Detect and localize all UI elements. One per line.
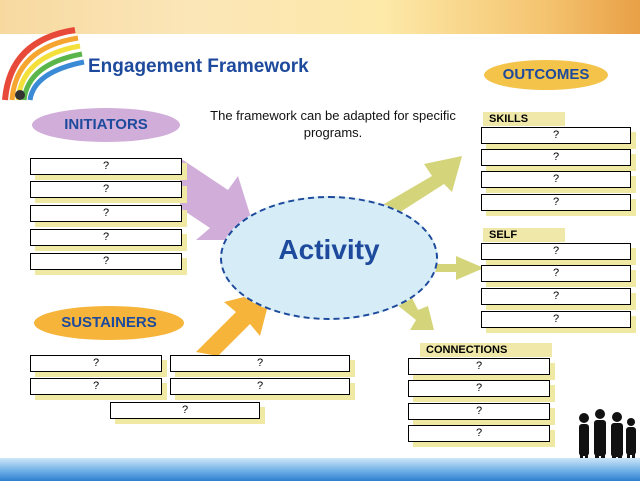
connections-box: ?	[408, 403, 550, 420]
initiators-arrow	[180, 158, 258, 240]
initiator-box: ?	[30, 253, 182, 270]
people-silhouette-icon	[579, 409, 636, 478]
sustainers-arrow	[196, 290, 272, 356]
page-title: Engagement Framework	[88, 56, 309, 77]
connections-box: ?	[408, 425, 550, 442]
skills-box: ?	[481, 171, 631, 188]
connections-box: ?	[408, 380, 550, 397]
self-box: ?	[481, 243, 631, 260]
top-banner	[0, 0, 640, 34]
sustainers-label: SUSTAINERS	[34, 306, 184, 340]
self-arrow	[432, 256, 484, 280]
sustainer-box: ?	[30, 378, 162, 395]
connections-arrow	[396, 298, 434, 330]
initiator-box: ?	[30, 181, 182, 198]
skills-tab: SKILLS	[483, 112, 565, 126]
rainbow-decoration-icon	[2, 27, 85, 101]
self-box: ?	[481, 311, 631, 328]
sustainer-box: ?	[30, 355, 162, 372]
bottom-banner	[0, 458, 640, 481]
outcomes-label: OUTCOMES	[484, 60, 608, 90]
activity-ellipse	[220, 196, 438, 320]
self-box: ?	[481, 265, 631, 282]
initiator-box: ?	[30, 205, 182, 222]
framework-note: The framework can be adapted for specifi…	[210, 108, 456, 140]
skills-box: ?	[481, 127, 631, 144]
self-tab: SELF	[483, 228, 565, 242]
self-box: ?	[481, 288, 631, 305]
skills-box: ?	[481, 194, 631, 211]
skills-arrow	[384, 156, 462, 216]
initiators-label: INITIATORS	[32, 108, 180, 142]
sustainer-box: ?	[170, 378, 350, 395]
activity-label: Activity	[278, 234, 380, 265]
sustainer-box: ?	[110, 402, 260, 419]
skills-box: ?	[481, 149, 631, 166]
connections-tab: CONNECTIONS	[420, 343, 552, 357]
sustainer-box: ?	[170, 355, 350, 372]
initiator-box: ?	[30, 158, 182, 175]
connections-box: ?	[408, 358, 550, 375]
initiator-box: ?	[30, 229, 182, 246]
